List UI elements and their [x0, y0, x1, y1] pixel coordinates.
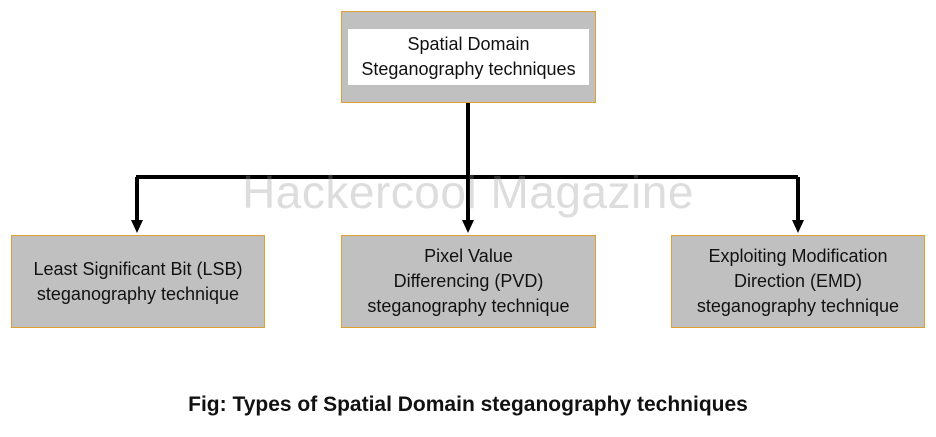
- child-node-emd-label: Exploiting Modification Direction (EMD) …: [697, 244, 899, 319]
- child-node-emd: Exploiting Modification Direction (EMD) …: [671, 235, 925, 328]
- child-node-lsb-label: Least Significant Bit (LSB) steganograph…: [33, 257, 242, 307]
- child-node-emd-line-3: steganography technique: [696, 296, 900, 316]
- child-node-emd-line-1: Exploiting Modification: [708, 246, 888, 266]
- root-node-label: Spatial Domain Steganography techniques: [348, 29, 589, 85]
- child-node-pvd: Pixel Value Differencing (PVD) steganogr…: [341, 235, 596, 328]
- root-node-line-2: Steganography techniques: [361, 59, 576, 79]
- child-node-pvd-label: Pixel Value Differencing (PVD) steganogr…: [367, 244, 569, 319]
- arrowhead-pvd: [462, 220, 474, 233]
- arrowhead-emd: [792, 220, 804, 233]
- child-node-pvd-line-3: steganography technique: [367, 296, 570, 316]
- child-node-lsb-line-1: Least Significant Bit (LSB): [33, 258, 243, 279]
- root-node: Spatial Domain Steganography techniques: [341, 11, 596, 103]
- figure-caption: Fig: Types of Spatial Domain steganograp…: [188, 393, 748, 416]
- child-node-lsb: Least Significant Bit (LSB) steganograph…: [11, 235, 265, 328]
- child-node-pvd-line-2: Differencing (PVD): [393, 271, 544, 291]
- child-node-emd-line-2: Direction (EMD): [733, 271, 862, 291]
- child-node-pvd-line-1: Pixel Value: [424, 246, 513, 266]
- child-node-lsb-line-2: steganography technique: [36, 283, 240, 304]
- root-node-line-1: Spatial Domain: [407, 34, 530, 54]
- arrowhead-lsb: [131, 220, 143, 233]
